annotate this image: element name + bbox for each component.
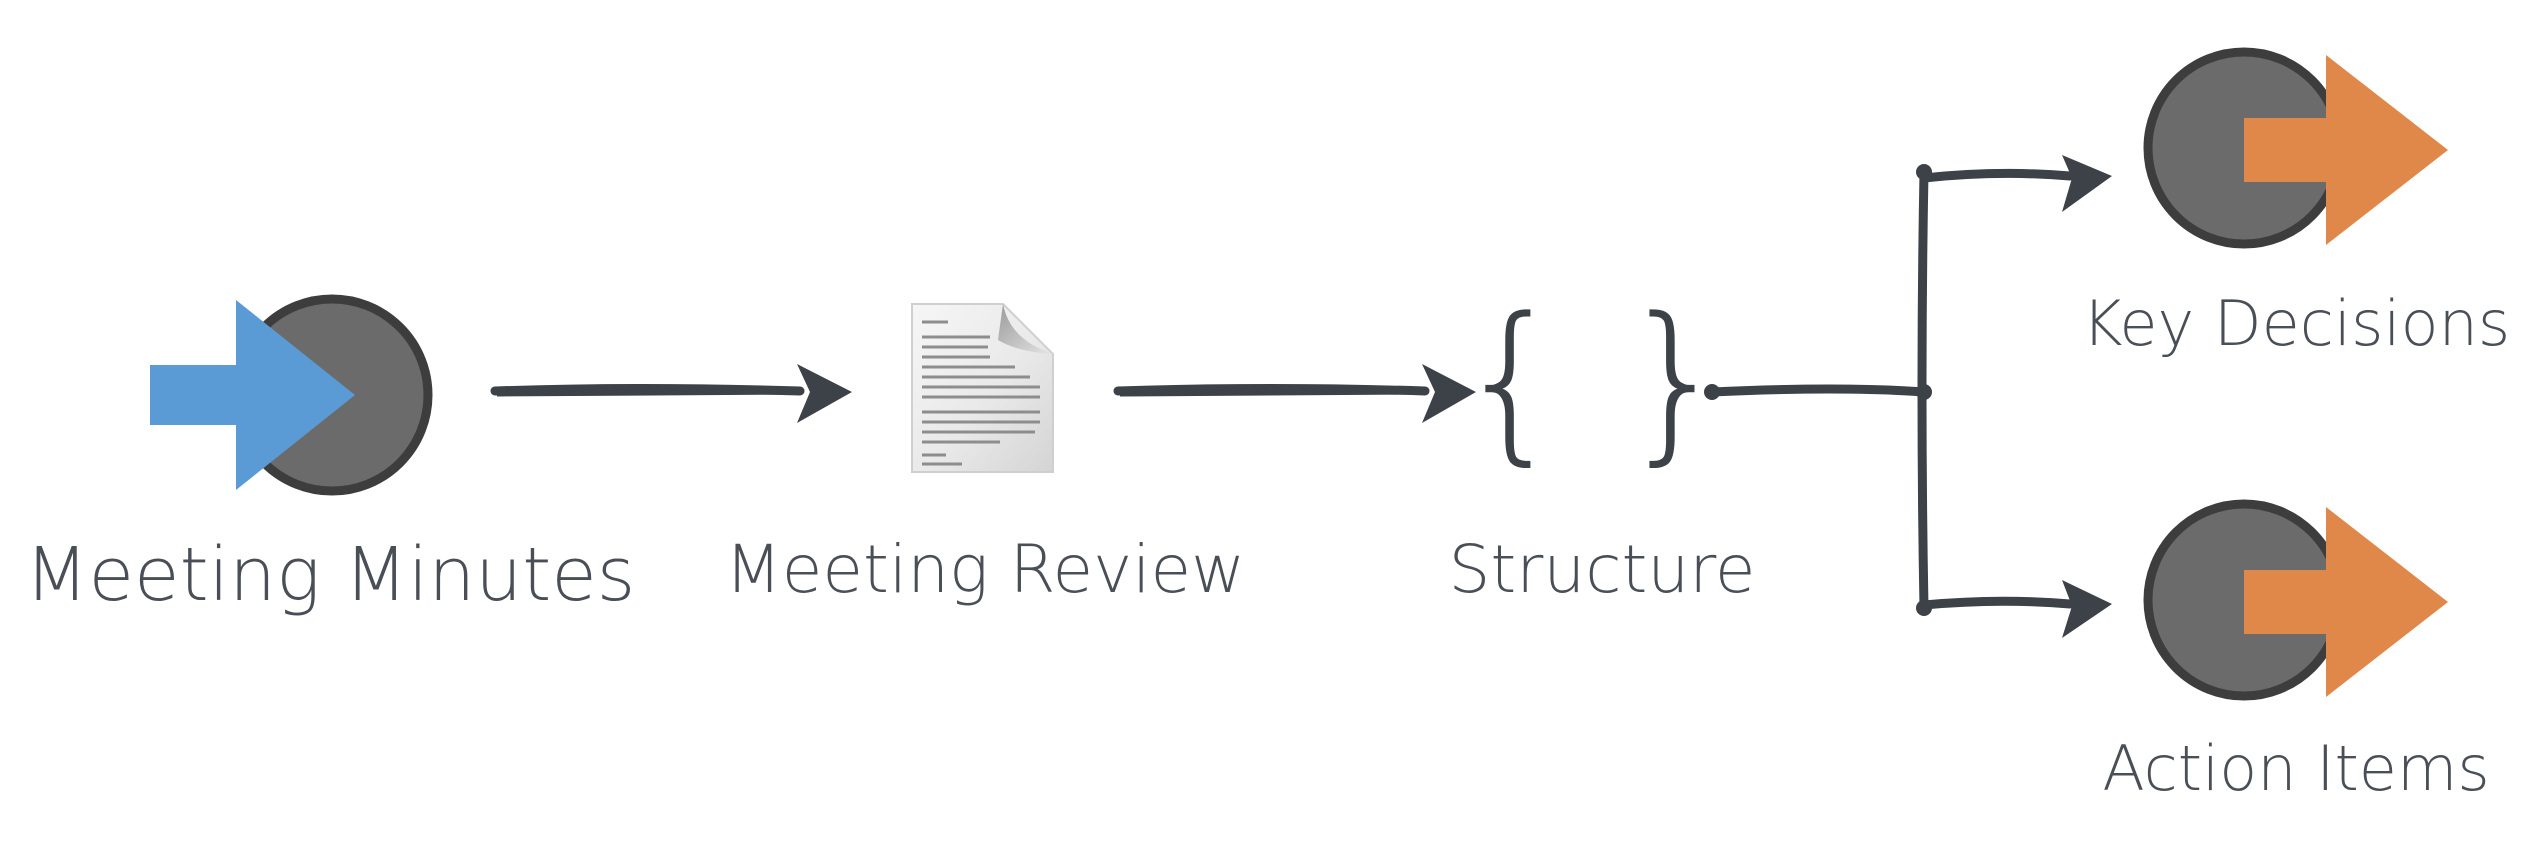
output-arrow-shape [2244, 507, 2448, 697]
branch-trunk [1917, 167, 1929, 613]
connector-review-to-structure [1113, 364, 1476, 423]
branch-to-key-decisions [1919, 168, 2075, 183]
connector-structure-fork [1704, 155, 2112, 638]
arrowhead-icon [2062, 155, 2112, 212]
key-decisions-label: Key Decisions [2082, 287, 2510, 360]
circle-with-arrow-out-icon [2143, 499, 2448, 701]
curly-braces-icon: { } [1456, 280, 1730, 481]
action-items-node: Action Items [2102, 499, 2490, 805]
document-icon [911, 303, 1054, 473]
arrowhead-icon [2062, 580, 2112, 638]
action-items-label: Action Items [2102, 732, 2489, 805]
circle-with-arrow-in-icon [150, 294, 433, 496]
structure-label: Structure [1448, 531, 1755, 608]
output-arrow-shape [2244, 55, 2448, 245]
meeting-review-label: Meeting Review [725, 531, 1245, 608]
meeting-minutes-node: Meeting Minutes [25, 294, 636, 618]
connector-minutes-to-review [490, 364, 852, 423]
branch-to-action-items [1919, 596, 2075, 610]
meeting-review-node: Meeting Review [725, 303, 1245, 608]
input-arrow-shape [150, 300, 355, 490]
arrowhead-icon [797, 364, 852, 423]
key-decisions-node: Key Decisions [2082, 47, 2510, 360]
arrowhead-icon [1422, 364, 1476, 423]
circle-with-arrow-out-icon [2143, 47, 2448, 249]
meeting-minutes-label: Meeting Minutes [25, 532, 636, 618]
document-text-lines [922, 320, 1040, 466]
structure-node: { } Structure [1448, 280, 1755, 608]
